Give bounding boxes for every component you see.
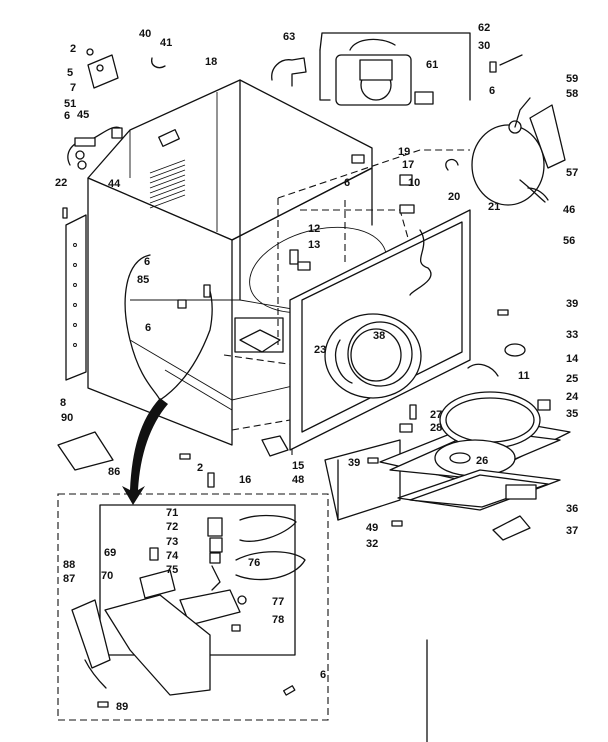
toe-panel (324, 439, 401, 521)
burner-assembly (71, 514, 306, 696)
part-label: 2 (70, 43, 76, 55)
terminal-block (271, 32, 471, 106)
part-label: 19 (398, 146, 410, 158)
part-label: 10 (408, 177, 420, 189)
detail-arrow (122, 398, 168, 505)
manual-sheet (57, 431, 114, 471)
part-label: 27 (430, 409, 442, 421)
part-label: 28 (430, 422, 442, 434)
part-label: 11 (518, 370, 530, 382)
part-label: 41 (160, 37, 172, 49)
part-label: 30 (478, 40, 490, 52)
part-label: 40 (139, 28, 151, 40)
part-label: 32 (366, 538, 378, 550)
part-label: 17 (402, 159, 414, 171)
part-label: 63 (283, 31, 295, 43)
part-label: 6 (145, 322, 151, 334)
part-label: 73 (166, 536, 178, 548)
part-label: 13 (308, 239, 320, 251)
part-label: 23 (314, 344, 326, 356)
part-label: 46 (563, 204, 575, 216)
part-label: 57 (566, 167, 578, 179)
part-label: 7 (70, 82, 76, 94)
part-label: 85 (137, 274, 149, 286)
part-label: 62 (478, 22, 490, 34)
part-label: 89 (116, 701, 128, 713)
part-label: 16 (239, 474, 251, 486)
part-label: 35 (566, 408, 578, 420)
part-label: 6 (489, 85, 495, 97)
part-label: 20 (448, 191, 460, 203)
part-label: 90 (61, 412, 73, 424)
part-label: 18 (205, 56, 217, 68)
part-label: 56 (563, 235, 575, 247)
part-label: 86 (108, 466, 120, 478)
part-label: 26 (476, 455, 488, 467)
part-label: 15 (292, 460, 304, 472)
part-label: 74 (166, 550, 179, 562)
part-label: 5 (67, 67, 73, 79)
screws (97, 453, 403, 708)
front-panel (289, 209, 471, 451)
cabinet (87, 79, 373, 446)
part-label: 59 (566, 73, 578, 85)
left-parts (62, 48, 166, 219)
base-assembly (379, 391, 571, 541)
part-label: 36 (566, 503, 578, 515)
part-label: 6 (64, 110, 70, 122)
part-label: 77 (272, 596, 284, 608)
part-label: 72 (166, 521, 178, 533)
part-label: 69 (104, 547, 116, 559)
part-label: 37 (566, 525, 578, 537)
part-label: 44 (108, 178, 121, 190)
part-label: 21 (488, 201, 500, 213)
part-label: 25 (566, 373, 578, 385)
part-label: 61 (426, 59, 438, 71)
part-label: 75 (166, 564, 178, 576)
part-label: 33 (566, 329, 578, 341)
part-label: 88 (63, 559, 75, 571)
part-label: 45 (77, 109, 89, 121)
part-label: 51 (64, 98, 76, 110)
part-label: 14 (566, 353, 579, 365)
part-label: 76 (248, 557, 260, 569)
part-label: 58 (566, 88, 578, 100)
back-panel (65, 214, 87, 381)
belt-assembly (471, 97, 566, 206)
part-label: 48 (292, 474, 304, 486)
part-label: 6 (320, 669, 326, 681)
part-label: 39 (348, 457, 360, 469)
part-label: 71 (166, 507, 178, 519)
part-label: 78 (272, 614, 284, 626)
part-label: 12 (308, 223, 320, 235)
part-label: 49 (366, 522, 378, 534)
part-label: 8 (60, 397, 66, 409)
vent-slots (149, 159, 186, 209)
part-label: 39 (566, 298, 578, 310)
part-label: 2 (197, 462, 203, 474)
part-label: 6 (344, 177, 350, 189)
part-label: 22 (55, 177, 67, 189)
hardware (177, 54, 551, 488)
part-label: 38 (373, 330, 385, 342)
part-label: 6 (144, 256, 150, 268)
part-label: 24 (566, 391, 579, 403)
part-label: 87 (63, 573, 75, 585)
part-label: 70 (101, 570, 113, 582)
